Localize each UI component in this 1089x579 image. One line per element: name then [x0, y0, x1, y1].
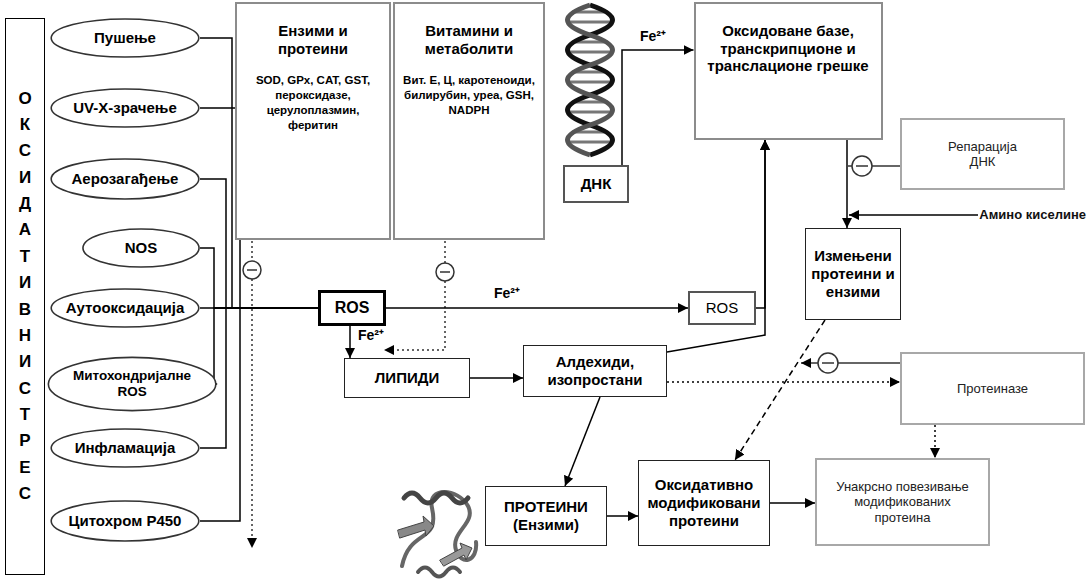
source-ellipse: Митохондријалне ROS: [47, 356, 217, 412]
node-text: ОКСИДАТИВНИ СТРЕС: [17, 86, 34, 508]
inhibition-line: [384, 241, 454, 350]
connector-arrow: [607, 515, 638, 517]
connector-arrow: [667, 381, 900, 383]
node-text: Инфламација: [75, 439, 176, 457]
inhibition-line: [848, 156, 900, 176]
connector-arrow: [622, 50, 694, 165]
ellipse-shape: [51, 501, 199, 541]
defense-box: Ензими и протеиниSOD, GPx, CAT, GST, пер…: [235, 2, 391, 240]
connector-arrow: [200, 308, 318, 521]
note-label: Амино киселине: [979, 207, 1086, 223]
source-ellipse: Цитохром P450: [50, 500, 200, 542]
node-text: Измењени протеини и ензими: [811, 247, 895, 300]
node-text: Аерозагађење: [72, 170, 179, 188]
ellipse-shape: [51, 159, 199, 199]
node-text: ЛИПИДИ: [375, 369, 439, 387]
dna-box: ДНК: [563, 165, 629, 203]
ellipse-shape: [51, 19, 199, 57]
damage-box: Оксидоване базе, транскрипционе и трансл…: [694, 2, 883, 140]
inhibition-line: [801, 353, 900, 373]
ros-box: ROS: [318, 290, 386, 326]
node-text: Оксидативно модификовани протеини: [644, 476, 764, 529]
ros-box: ROS: [688, 291, 756, 325]
ellipse-shape: [51, 289, 199, 327]
connector-arrow: [735, 320, 825, 460]
ellipse-shape: [83, 229, 199, 267]
connector-arrow: [214, 308, 318, 384]
process-box: Алдехиди, изопростани: [523, 345, 667, 397]
node-body-text: SOD, GPx, CAT, GST, пероксидазе, церулоп…: [245, 73, 381, 133]
dna-helix: [568, 5, 613, 155]
connector-arrow: [667, 140, 765, 352]
stress-band: ОКСИДАТИВНИ СТРЕС: [5, 18, 45, 575]
connector-arrow: [770, 502, 815, 504]
process-box: ЛИПИДИ: [344, 358, 470, 398]
result-box: Унакрсно повезивање модификованих протеи…: [815, 458, 990, 546]
node-text: Цитохром P450: [69, 512, 182, 530]
node-text: ПРОТЕИНИ (Ензими): [491, 498, 601, 533]
edge-label: Fe²⁺: [638, 28, 668, 44]
node-text: ДНК: [581, 175, 612, 193]
node-text: Унакрсно повезивање модификованих протеи…: [830, 479, 975, 525]
connector-arrow: [756, 140, 765, 308]
node-text: Митохондријалне ROS: [67, 368, 197, 400]
node-text: Оксидоване базе, транскрипционе и трансл…: [706, 22, 871, 75]
node-text: UV-X-зрачење: [73, 99, 177, 117]
edge-label: Fe²⁺: [356, 327, 386, 343]
inhibition-line: [243, 241, 261, 548]
ellipse-shape: [51, 429, 199, 467]
process-box: ПРОТЕИНИ (Ензими): [485, 486, 607, 546]
node-text: Аутооксидација: [66, 299, 185, 317]
source-ellipse: Аерозагађење: [50, 158, 200, 200]
connector-arrow: [565, 397, 600, 486]
ellipse-shape: [48, 357, 215, 410]
connector-arrow: [934, 425, 936, 458]
enzyme-box: Протеиназе: [900, 352, 1085, 425]
source-ellipse: UV-X-зрачење: [50, 88, 200, 128]
node-text: NOS: [125, 239, 158, 257]
node-text: ROS: [706, 299, 739, 317]
node-text: Ензими и протеини: [257, 22, 369, 57]
connector-arrow: [846, 140, 848, 228]
connector-arrow: [349, 326, 351, 358]
connector-arrow: [386, 307, 688, 309]
node-text: Протеиназе: [957, 381, 1028, 396]
node-text: Репарација ДНК: [938, 139, 1028, 170]
edge-label: Fe²⁺: [492, 285, 522, 301]
source-ellipse: Аутооксидација: [50, 288, 200, 328]
defense-box: Витамини и метаболитиВит. Е, Ц, каротено…: [393, 2, 545, 240]
node-text: Алдехиди, изопростани: [529, 353, 661, 388]
protein-ribbon: [398, 492, 476, 577]
connector-arrow: [470, 377, 523, 379]
source-ellipse: Инфламација: [50, 428, 200, 468]
process-box: Измењени протеини и ензими: [805, 228, 901, 320]
input-arrow: [849, 214, 978, 216]
node-text: Пушење: [94, 29, 156, 47]
connector-arrow: [200, 308, 318, 448]
node-text: ROS: [335, 299, 370, 318]
node-body-text: Вит. Е, Ц, каротеноиди, билирубин, уреа,…: [403, 73, 535, 118]
node-text: Витамини и метаболити: [413, 22, 525, 57]
source-ellipse: NOS: [82, 228, 200, 268]
connector-arrow: [200, 248, 318, 308]
process-box: Оксидативно модификовани протеини: [638, 460, 770, 546]
source-ellipse: Пушење: [50, 18, 200, 58]
repair-box: Репарација ДНК: [900, 118, 1065, 190]
ellipse-shape: [51, 89, 199, 127]
